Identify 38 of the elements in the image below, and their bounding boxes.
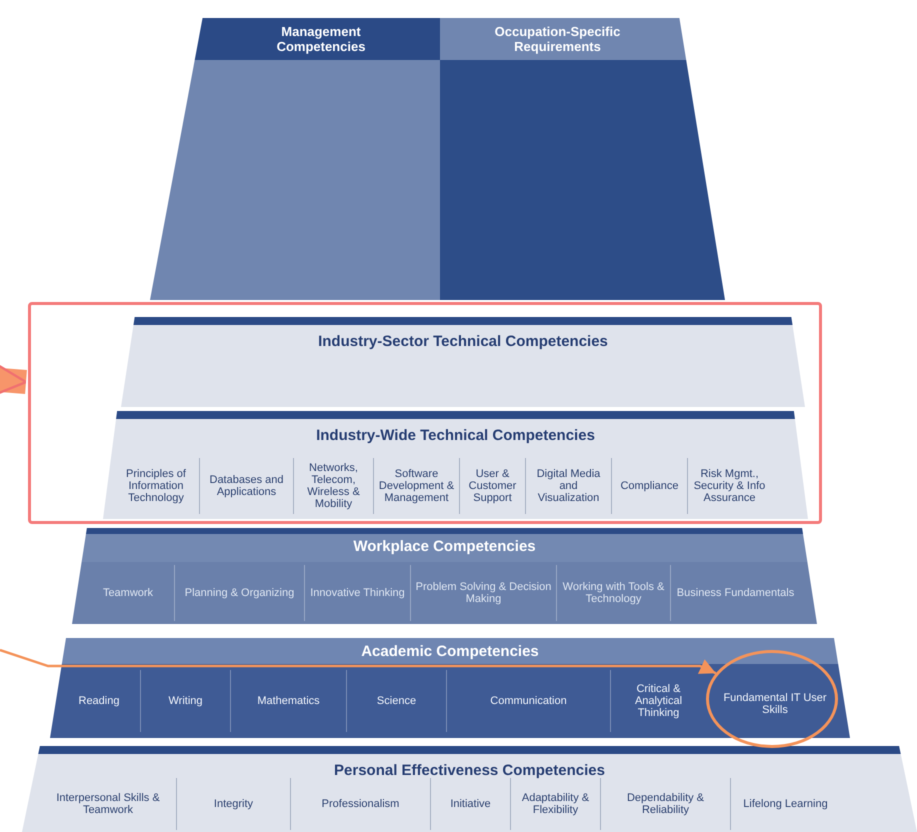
- competency-cell: Science: [346, 670, 446, 732]
- competency-cell: Principles of Information Technology: [113, 458, 199, 514]
- competency-cell: Working with Tools & Technology: [556, 565, 670, 621]
- competency-cell: Innovative Thinking: [304, 565, 410, 621]
- highlight-frame: [28, 302, 822, 524]
- competency-cell: Integrity: [176, 778, 290, 830]
- competency-cell: Databases and Applications: [199, 458, 293, 514]
- competency-cell: Communication: [446, 670, 610, 732]
- tier-title: Personal Effectiveness Competencies: [334, 762, 605, 779]
- competency-cell: Risk Mgmt., Security & Info Assurance: [687, 458, 771, 514]
- competency-cell: Professionalism: [290, 778, 430, 830]
- tier-title: Academic Competencies: [361, 643, 539, 660]
- competency-cell: Lifelong Learning: [730, 778, 840, 830]
- competency-cell: Mathematics: [230, 670, 346, 732]
- competency-cell: Business Fundamentals: [670, 565, 800, 621]
- competency-cell: User & Customer Support: [459, 458, 525, 514]
- tier-title: Industry-Sector Technical Competencies: [318, 333, 608, 350]
- tier-title: Industry-Wide Technical Competencies: [316, 427, 595, 444]
- competency-cell: Adaptability & Flexibility: [510, 778, 600, 830]
- pyramid-tier: [22, 746, 917, 832]
- competency-cell: Compliance: [611, 458, 687, 514]
- competency-cell: Critical & Analytical Thinking: [610, 670, 706, 732]
- competency-cell: Digital Media and Visualization: [525, 458, 611, 514]
- arrow: [0, 648, 716, 674]
- competency-cell: Problem Solving & Decision Making: [410, 565, 556, 621]
- competency-cell: Initiative: [430, 778, 510, 830]
- competency-block: Management Competencies: [150, 18, 442, 300]
- competency-cell: Writing: [140, 670, 230, 732]
- tier-title: Workplace Competencies: [353, 538, 536, 555]
- competency-cell: Teamwork: [82, 565, 174, 621]
- competency-cell: Fundamental IT User Skills: [719, 673, 831, 735]
- competency-cell: Planning & Organizing: [174, 565, 304, 621]
- competency-cell: Interpersonal Skills & Teamwork: [40, 778, 176, 830]
- competency-cell: Dependability & Reliability: [600, 778, 730, 830]
- competency-cell: Networks, Telecom, Wireless & Mobility: [293, 458, 373, 514]
- competency-cell: Reading: [58, 670, 140, 732]
- competency-block: Occupation-Specific Requirements: [440, 18, 725, 300]
- competency-cell: Software Development & Management: [373, 458, 459, 514]
